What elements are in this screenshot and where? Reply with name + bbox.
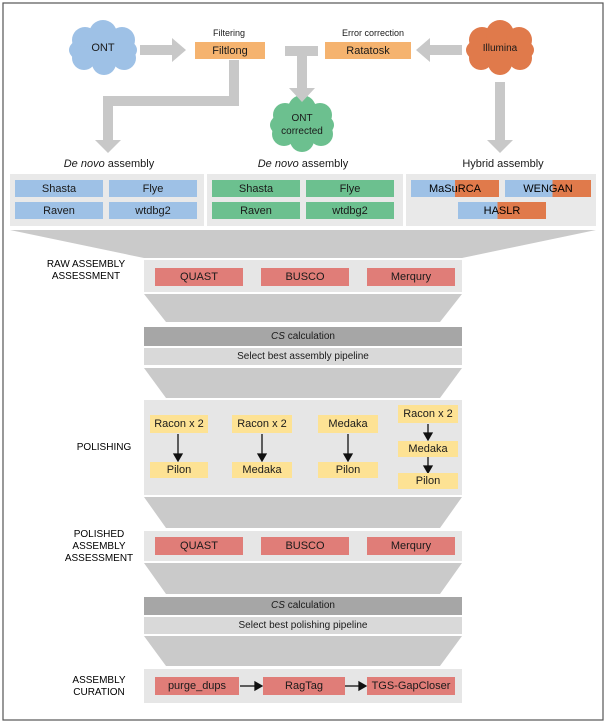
polishing-arrows (172, 424, 434, 475)
pipe3-pilon: Pilon (318, 462, 378, 478)
tool-wengan: WENGAN (505, 180, 591, 197)
purge-dups-box: purge_dups (155, 677, 239, 695)
tool-masurca: MaSuRCA (411, 180, 499, 197)
cs-calc-bar-1 (144, 327, 462, 346)
tool-wtdbg2-corrected: wtdbg2 (306, 202, 394, 219)
select-best-polishing: Select best polishing pipeline (238, 620, 368, 631)
pipe4-pilon: Pilon (398, 473, 458, 489)
denovo-prefix: De novo (257, 158, 299, 170)
tool-flye-corrected: Flye (306, 180, 394, 197)
pipe3-medaka: Medaka (318, 415, 378, 433)
calculation-text: calculation (284, 331, 335, 342)
tool-haslr: HASLR (458, 202, 546, 219)
pipe2-racon: Racon x 2 (232, 415, 292, 433)
ragtag-box: RagTag (263, 677, 345, 695)
cs-calculation-2: CS calculation (144, 600, 462, 611)
polished-quast-box: QUAST (155, 537, 243, 555)
funnel-3 (144, 368, 462, 398)
denovo-assembly-title-middle: De novo assembly (248, 158, 358, 170)
select-assembly-bar (144, 348, 462, 365)
tgs-gapcloser-box: TGS-GapCloser (367, 677, 455, 695)
cs-italic: CS (271, 331, 285, 342)
filtering-label: Filtering (212, 28, 245, 38)
tool-wengan-label: WENGAN (523, 182, 573, 195)
tool-raven-ont: Raven (15, 202, 103, 219)
filtlong-box: Filtlong (195, 42, 265, 59)
tool-raven-corrected: Raven (212, 202, 300, 219)
ont-corrected-cloud (270, 95, 334, 152)
tool-shasta-ont: Shasta (15, 180, 103, 197)
pipe4-racon: Racon x 2 (398, 405, 458, 423)
pipe4-medaka: Medaka (398, 441, 458, 457)
cs-calculation-1: CS calculation (144, 331, 462, 342)
denovo-suffix: assembly (104, 158, 155, 170)
polished-merqury-box: Merqury (367, 537, 455, 555)
ont-cloud (69, 20, 137, 75)
denovo-prefix: De novo (63, 158, 105, 170)
select-polishing-bar (144, 617, 462, 634)
funnel-2 (144, 294, 462, 322)
pipe1-racon: Racon x 2 (150, 415, 208, 433)
raw-quast-box: QUAST (155, 268, 243, 286)
illumina-label: Illumina (482, 43, 518, 54)
raw-merqury-box: Merqury (367, 268, 455, 286)
tool-wtdbg2-ont: wtdbg2 (109, 202, 197, 219)
polished-assessment-label: POLISHED ASSEMBLY ASSESSMENT (64, 529, 134, 564)
funnel-6 (144, 636, 462, 666)
ont-corrected-label: ONT corrected (281, 113, 323, 137)
arrow-illumina-ratatosk (416, 38, 462, 62)
denovo-suffix: assembly (298, 158, 349, 170)
top-arrows (95, 38, 513, 153)
illumina-cloud (466, 20, 534, 75)
tool-shasta-corrected: Shasta (212, 180, 300, 197)
error-correction-label: Error correction (341, 28, 404, 38)
tool-haslr-label: HASLR (483, 204, 521, 217)
funnel-1 (10, 230, 596, 258)
curation-label: ASSEMBLY CURATION (72, 675, 126, 698)
pipe2-medaka: Medaka (232, 462, 292, 478)
funnel-5 (144, 563, 462, 594)
tool-masurca-label: MaSuRCA (429, 182, 481, 195)
raw-busco-box: BUSCO (261, 268, 349, 286)
cs-calc-bar-2 (144, 597, 462, 615)
arrow-to-corrected (285, 46, 318, 102)
select-best-assembly: Select best assembly pipeline (237, 351, 369, 362)
polishing-label: POLISHING (76, 442, 132, 453)
pipe1-pilon: Pilon (150, 462, 208, 478)
raw-assessment-label: RAW ASSEMBLY ASSESSMENT (46, 259, 126, 282)
ont-label: ONT (91, 42, 115, 54)
arrow-filtlong-denovo (95, 60, 239, 153)
arrow-ont-filtlong (140, 38, 186, 62)
denovo-assembly-title-left: De novo assembly (54, 158, 164, 170)
polished-busco-box: BUSCO (261, 537, 349, 555)
curation-arrows (240, 680, 368, 692)
tool-flye-ont: Flye (109, 180, 197, 197)
arrow-illumina-hybrid (487, 82, 513, 153)
funnel-4 (144, 497, 462, 528)
calculation-text: calculation (284, 600, 335, 611)
ratatosk-box: Ratatosk (325, 42, 411, 59)
hybrid-assembly-title: Hybrid assembly (462, 158, 544, 170)
cs-italic: CS (271, 600, 285, 611)
